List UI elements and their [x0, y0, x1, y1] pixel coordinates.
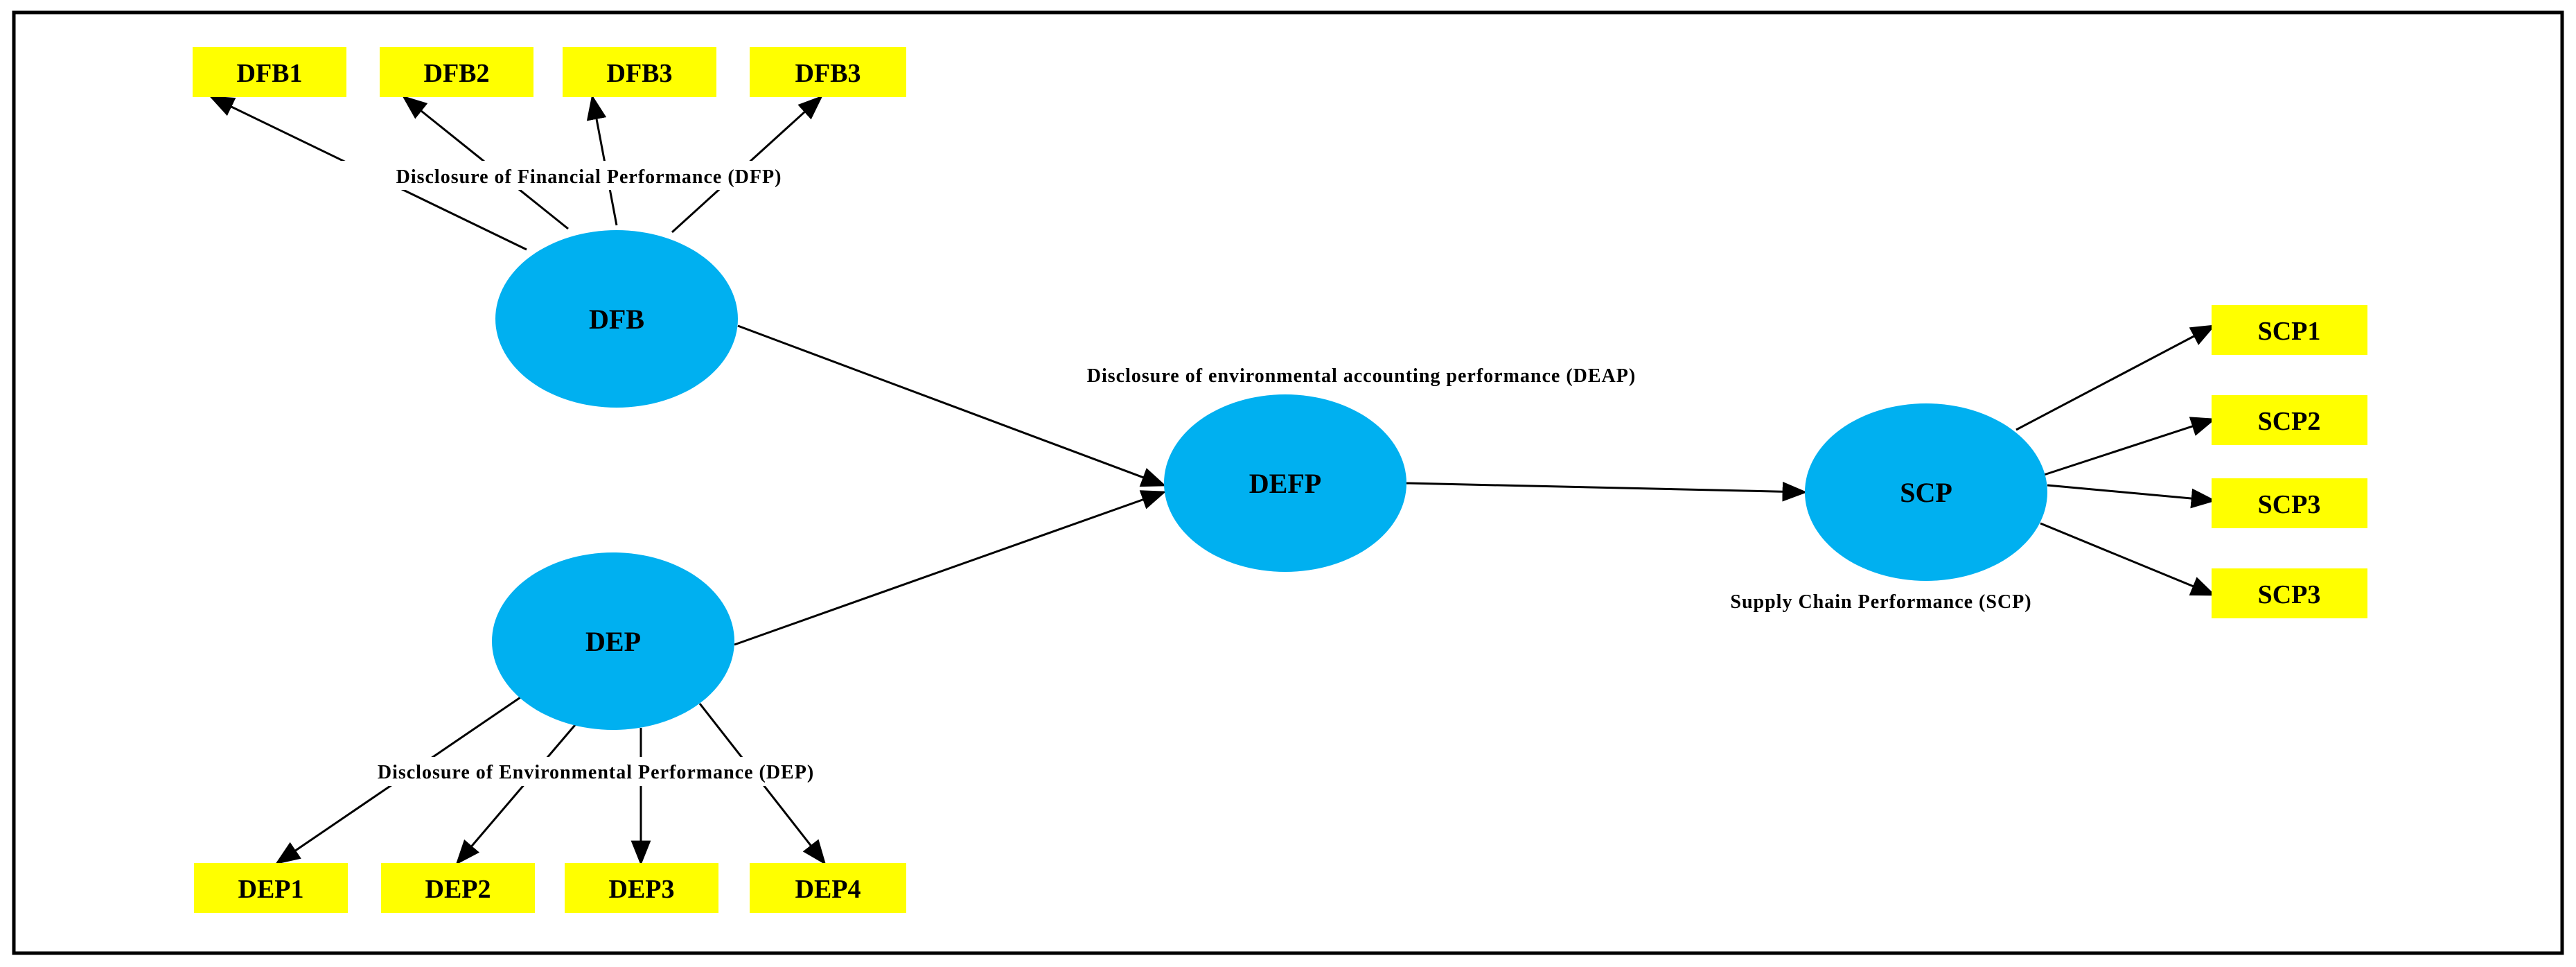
indicator-dfb2[interactable]: DFB2 [380, 47, 533, 97]
edge-dep-dep2 [455, 720, 580, 865]
construct-defp[interactable]: DEFP [1164, 394, 1406, 572]
edge-scp-scp3-a [2047, 484, 2216, 509]
indicator-scp1[interactable]: SCP1 [2212, 305, 2367, 355]
indicator-label: DFB2 [424, 59, 490, 88]
dep-caption-bg [277, 757, 915, 786]
scp-caption: Supply Chain Performance (SCP) [1730, 591, 2031, 613]
indicator-scp2[interactable]: SCP2 [2212, 395, 2367, 445]
edge-scp-scp3-b [2040, 522, 2216, 596]
path-dep-defp [734, 490, 1167, 646]
scp-label: SCP [1900, 477, 1952, 508]
indicator-scp3-a[interactable]: SCP3 [2212, 478, 2367, 528]
construct-dfb[interactable]: DFB [495, 230, 738, 408]
indicator-box [750, 47, 906, 97]
indicator-box [381, 863, 535, 913]
dep-ellipse [492, 552, 734, 730]
indicator-box [2212, 568, 2367, 618]
construct-scp[interactable]: SCP [1805, 403, 2047, 581]
dfb-label: DFB [589, 304, 644, 335]
path-defp-scp [1406, 481, 1808, 502]
construct-captions: Disclosure of Financial Performance (DFP… [277, 161, 2031, 786]
dfb-ellipse [495, 230, 738, 408]
indicator-label: SCP2 [2258, 407, 2321, 436]
edge-scp-scp2 [2043, 417, 2216, 476]
dep-label: DEP [585, 626, 641, 657]
construct-dep[interactable]: DEP [492, 552, 734, 730]
indicator-label: DEP2 [425, 875, 491, 904]
indicator-label: DFB3 [607, 59, 673, 88]
scp-indicators: SCP1 SCP2 SCP3 SCP3 [2212, 305, 2367, 618]
indicator-box [2212, 395, 2367, 445]
indicator-dep4[interactable]: DEP4 [750, 863, 906, 913]
dfb-caption: Disclosure of Financial Performance (DFP… [396, 166, 782, 188]
scp-indicator-edges [2015, 324, 2216, 596]
indicator-box [565, 863, 718, 913]
indicator-label: SCP1 [2258, 317, 2321, 346]
indicator-box [2212, 478, 2367, 528]
indicator-dfb1[interactable]: DFB1 [193, 47, 346, 97]
defp-ellipse [1164, 394, 1406, 572]
indicator-label: SCP3 [2258, 490, 2321, 519]
indicator-label: DEP4 [795, 875, 861, 904]
structural-paths [734, 324, 1808, 646]
scp-ellipse [1805, 403, 2047, 581]
indicator-dfb3-a[interactable]: DFB3 [563, 47, 716, 97]
indicator-label: DEP3 [609, 875, 675, 904]
edge-scp-scp1 [2015, 324, 2216, 431]
indicator-box [193, 47, 346, 97]
indicator-label: DFB1 [237, 59, 303, 88]
indicator-box [750, 863, 906, 913]
indicator-box [380, 47, 533, 97]
indicator-box [2212, 305, 2367, 355]
dep-indicators: DEP1 DEP2 DEP3 DEP4 [194, 863, 906, 913]
indicator-label: DFB3 [795, 59, 861, 88]
path-dfb-defp [737, 324, 1167, 487]
indicator-scp3-b[interactable]: SCP3 [2212, 568, 2367, 618]
defp-label: DEFP [1249, 468, 1321, 499]
indicator-label: SCP3 [2258, 580, 2321, 609]
dep-caption: Disclosure of Environmental Performance … [378, 762, 814, 783]
indicator-dfb3-b[interactable]: DFB3 [750, 47, 906, 97]
indicator-dep3[interactable]: DEP3 [565, 863, 718, 913]
indicator-box [563, 47, 716, 97]
indicator-label: DEP1 [238, 875, 304, 904]
dfb-caption-bg [305, 161, 873, 190]
indicator-dep2[interactable]: DEP2 [381, 863, 535, 913]
dfb-indicators: DFB1 DFB2 DFB3 DFB3 [193, 47, 906, 97]
defp-caption: Disclosure of environmental accounting p… [1087, 365, 1636, 387]
indicator-dep1[interactable]: DEP1 [194, 863, 348, 913]
indicator-box [194, 863, 348, 913]
